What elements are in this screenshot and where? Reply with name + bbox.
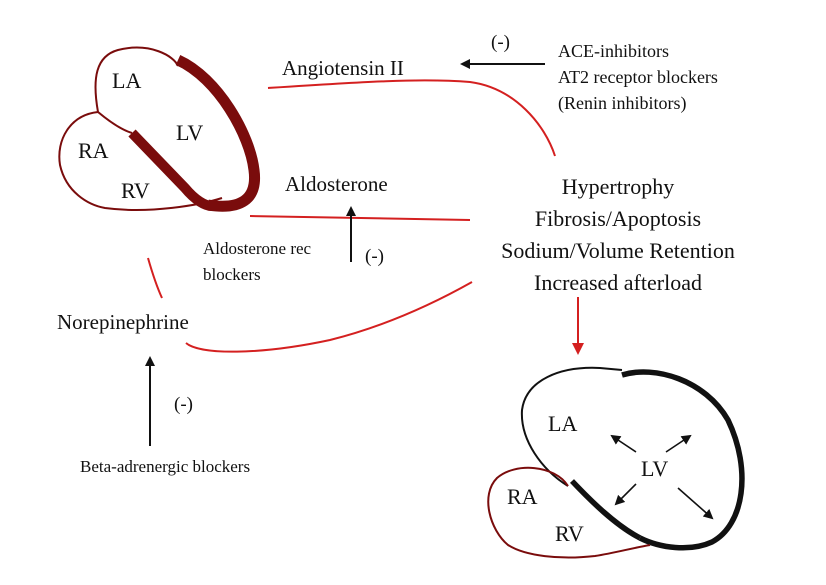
ace-inhibitor-minus: (-) (491, 32, 510, 53)
aldosterone-label: Aldosterone (285, 172, 388, 196)
norepinephrine-to-effects-line (185, 281, 473, 353)
top-heart-rv-label: RV (121, 178, 150, 203)
top-heart-inner-line (97, 111, 133, 134)
bottom-heart-la-outline (520, 366, 623, 487)
dilation-arrow-up-right (665, 434, 692, 453)
dilation-arrow-down-left (614, 483, 637, 506)
ace-inhibitors-label: ACE-inhibitors (558, 41, 669, 61)
aldosterone-blockers-line2: blockers (203, 265, 261, 284)
angiotensin-to-effects-line (267, 79, 556, 157)
bottom-heart-rv-label: RV (555, 521, 584, 546)
bottom-heart-la-label: LA (548, 411, 578, 436)
bottom-heart-ra-label: RA (507, 484, 538, 509)
effects-block: Hypertrophy Fibrosis/Apoptosis Sodium/Vo… (478, 171, 758, 299)
bottom-heart-lv-wall (621, 369, 745, 551)
top-heart-lv-wall (175, 54, 261, 212)
top-heart-lv-label: LV (176, 120, 204, 145)
top-heart-outline (94, 46, 179, 113)
effect-afterload: Increased afterload (534, 270, 702, 295)
heart-to-norepinephrine-line (147, 257, 163, 299)
bottom-heart-ra-outline (487, 466, 651, 559)
beta-blockers-label: Beta-adrenergic blockers (80, 457, 251, 476)
heart-to-aldosterone-line (249, 215, 471, 221)
inhibitor-list: ACE-inhibitors AT2 receptor blockers (Re… (558, 38, 718, 116)
top-heart (58, 46, 261, 212)
bottom-heart-lv-label: LV (641, 456, 669, 481)
effect-hypertrophy: Hypertrophy (561, 174, 675, 199)
renin-inhibitors-label: (Renin inhibitors) (558, 93, 687, 113)
beta-blocker-minus: (-) (174, 394, 193, 415)
top-heart-septum (128, 129, 213, 211)
aldosterone-blockers-line1: Aldosterone rec (203, 239, 312, 258)
bottom-heart-septum (570, 479, 642, 541)
angiotensin-label: Angiotensin II (282, 56, 404, 80)
top-heart-la-label: LA (112, 68, 142, 93)
effect-fibrosis: Fibrosis/Apoptosis (534, 206, 702, 231)
aldosterone-blocker-minus: (-) (365, 246, 384, 267)
top-heart-ra-outline (58, 111, 223, 211)
top-heart-ra-label: RA (78, 138, 109, 163)
dilation-arrow-down-right (677, 487, 714, 520)
dilation-arrow-up-left (610, 434, 637, 453)
at2-blockers-label: AT2 receptor blockers (558, 67, 718, 87)
bottom-heart (487, 366, 745, 559)
effect-sodium-retention: Sodium/Volume Retention (501, 238, 735, 263)
norepinephrine-label: Norepinephrine (57, 310, 189, 334)
